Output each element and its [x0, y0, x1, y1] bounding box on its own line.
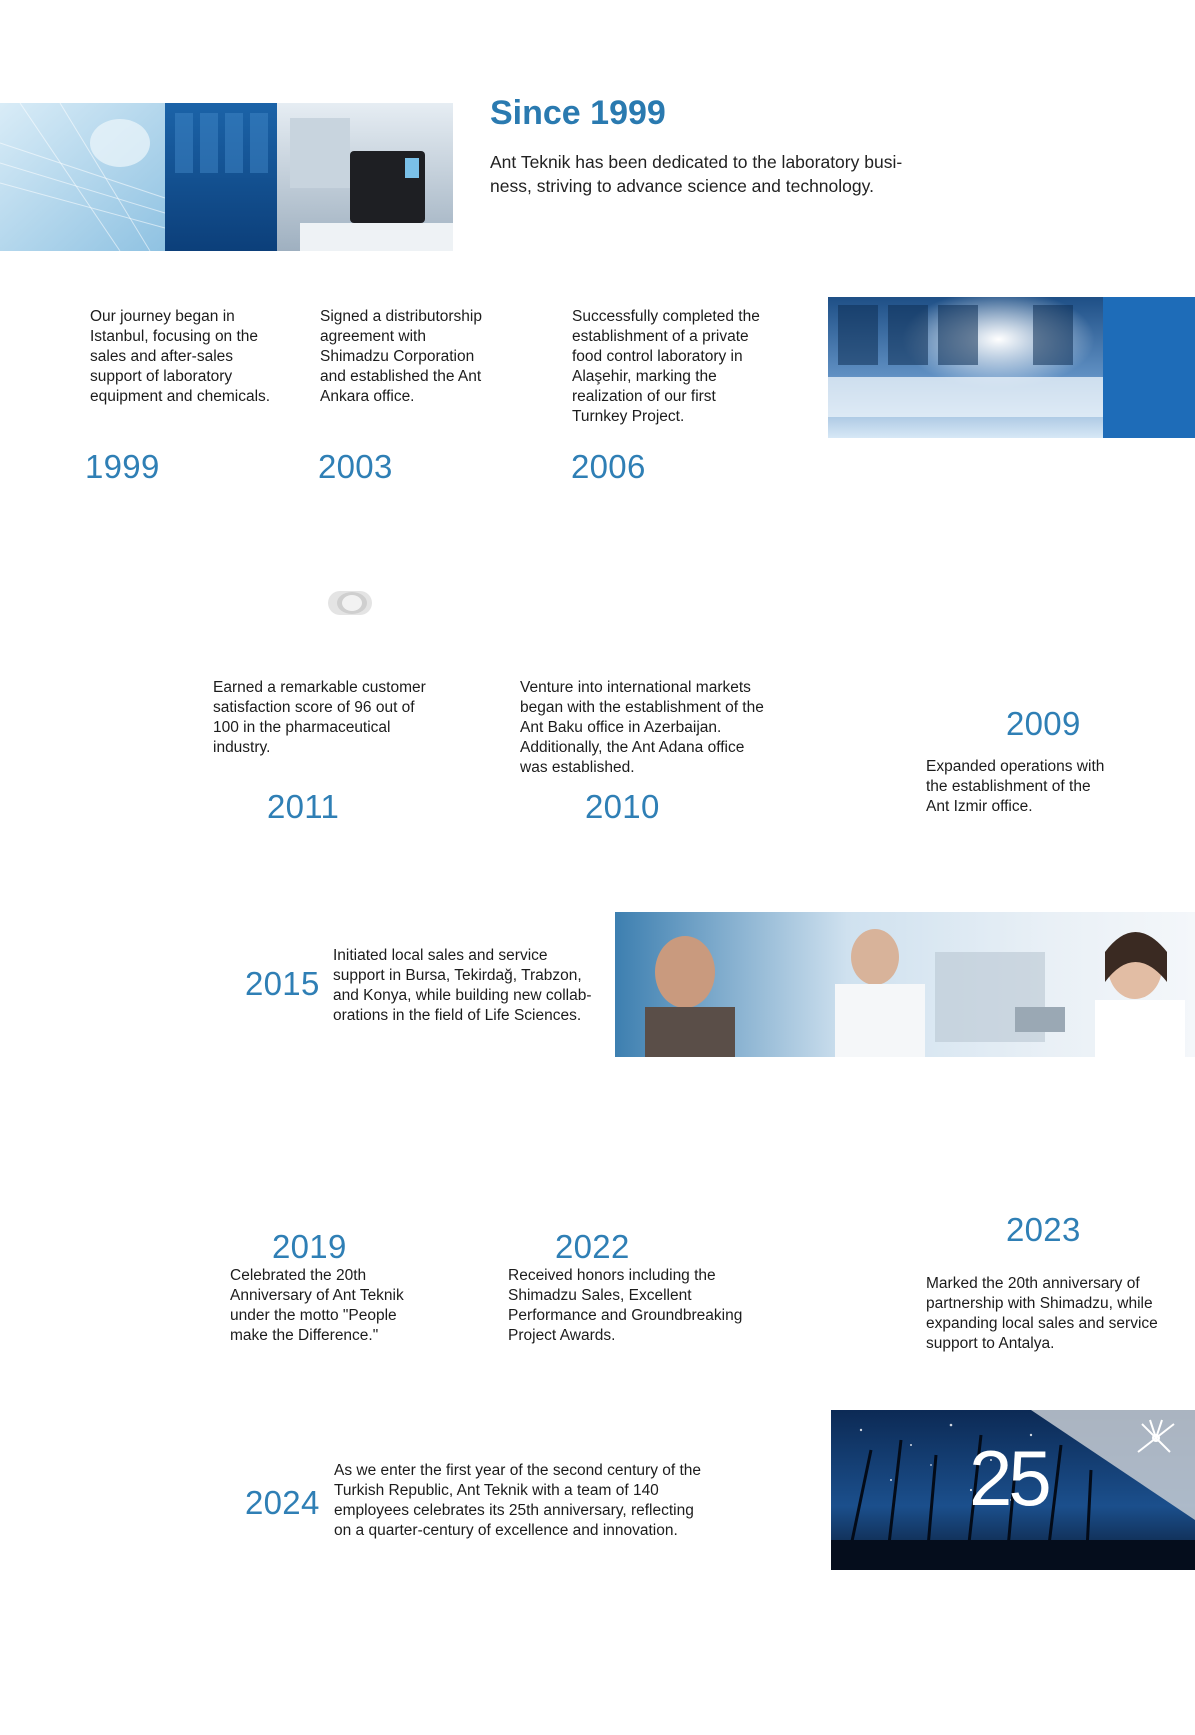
timeline-year-2019: 2019: [272, 1228, 347, 1265]
timeline-year-2011: 2011: [267, 788, 340, 825]
timeline-year-2022: 2022: [555, 1228, 630, 1265]
timeline-text-2024: As we enter the first year of the second…: [334, 1462, 702, 1539]
intro-text: Ant Teknik has been dedicated to the lab…: [490, 150, 930, 198]
page-title: Since 1999: [490, 94, 666, 132]
anniversary-badge: 25: [969, 1434, 1052, 1522]
timeline-year-2010: 2010: [585, 788, 660, 825]
timeline-year-2009: 2009: [1006, 705, 1081, 742]
timeline-text-2009: Expanded operations with the establishme…: [926, 758, 1105, 815]
timeline-text-2010: Venture into international markets began…: [520, 679, 764, 776]
timeline-text-2019: Celebrated the 20th Anniversary of Ant T…: [230, 1267, 404, 1344]
timeline-text-1999: Our journey began in Istanbul, focusing …: [90, 308, 271, 405]
timeline-year-2006: 2006: [571, 448, 646, 485]
timeline-year-2015: 2015: [245, 965, 320, 1002]
lab-room-image: [828, 297, 1195, 438]
scientists-image: [615, 912, 1195, 1057]
intro-text-content: Ant Teknik has been dedicated to the lab…: [490, 152, 903, 196]
timeline-year-2003: 2003: [318, 448, 393, 485]
timeline-text-2003: Signed a distributorship agreement with …: [320, 308, 482, 405]
timeline-year-2023: 2023: [1006, 1211, 1081, 1248]
timeline-text-2022: Received honors including the Shimadzu S…: [508, 1267, 743, 1344]
timeline-text-2023: Marked the 20th anniversary of partnersh…: [926, 1275, 1158, 1352]
timeline-text-2011: Earned a remarkable customer satisfactio…: [213, 679, 426, 756]
decorative-circle-icon: [328, 590, 374, 616]
timeline-text-2015: Initiated local sales and service suppor…: [333, 947, 592, 1024]
timeline-text-2006: Successfully completed the establishment…: [572, 308, 760, 425]
timeline-year-2024: 2024: [245, 1484, 320, 1521]
header-lab-image: [0, 103, 453, 251]
anniversary-forest-image: 25: [831, 1410, 1195, 1570]
timeline-year-1999: 1999: [85, 448, 160, 485]
